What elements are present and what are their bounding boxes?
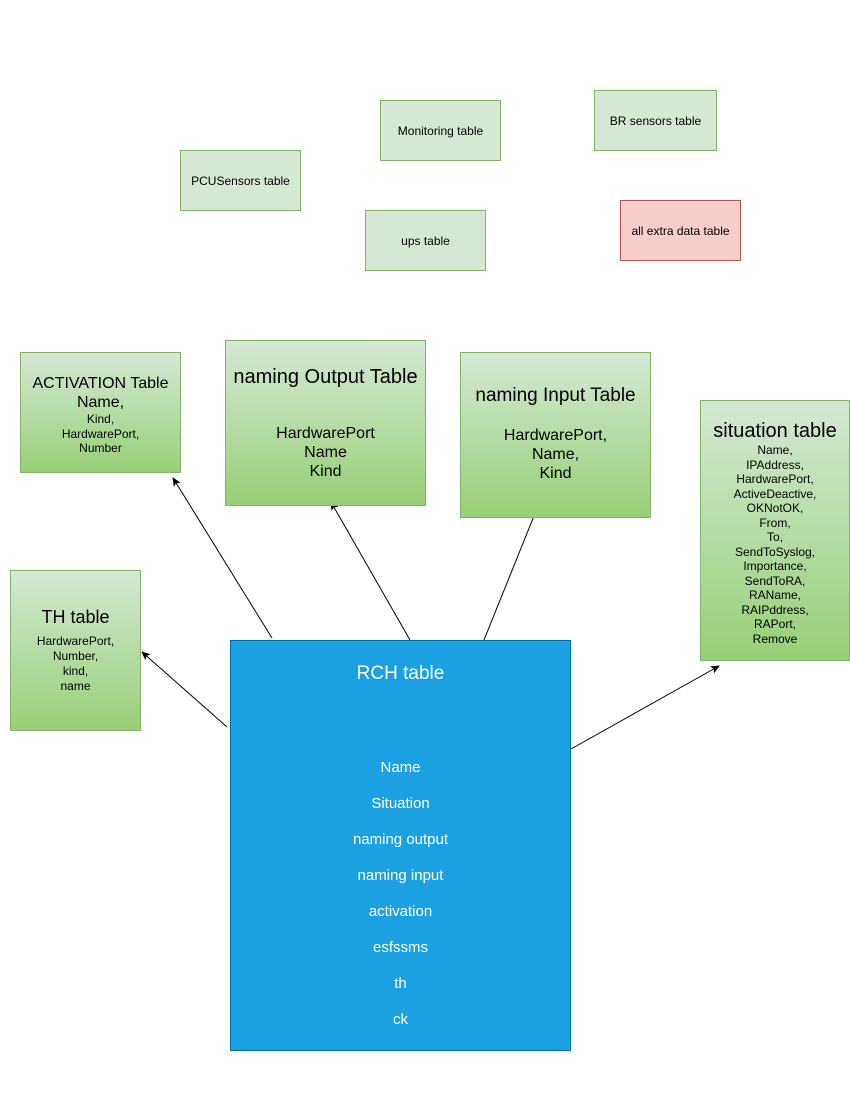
naming-input-table-node[interactable]: naming Input Table HardwarePort, Name, K…: [460, 352, 651, 518]
activation-field: HardwarePort,: [61, 426, 140, 441]
rch-table-title: RCH table: [356, 663, 445, 684]
monitoring-table-node[interactable]: Monitoring table: [380, 100, 501, 161]
arrow-rch-to-activation: [172, 477, 273, 639]
th-table-node[interactable]: TH table HardwarePort, Number, kind, nam…: [10, 570, 141, 731]
rch-field-naming-output: naming output: [352, 831, 449, 848]
activation-field-name: Name,: [76, 394, 125, 412]
rch-field-ck: ck: [393, 1011, 408, 1028]
naming-input-field: Name,: [531, 445, 580, 463]
situation-field: SendToSyslog,: [734, 544, 816, 559]
situation-field: IPAddress,: [746, 457, 804, 472]
situation-field: To,: [766, 530, 783, 544]
situation-field: ActiveDeactive,: [733, 486, 817, 501]
ups-table-label: ups table: [401, 233, 450, 248]
naming-output-table-node[interactable]: naming Output Table HardwarePort Name Ki…: [225, 340, 426, 506]
activation-field: Kind,: [86, 412, 115, 427]
situation-field: RAPort,: [753, 617, 796, 631]
naming-output-field: Kind: [309, 463, 342, 481]
situation-field: From,: [759, 515, 791, 530]
br-sensors-table-node[interactable]: BR sensors table: [594, 90, 717, 151]
arrow-rch-to-th: [141, 651, 228, 728]
situation-field: SendToRA,: [744, 573, 806, 588]
situation-field: Importance,: [743, 559, 807, 573]
situation-field: OKNotOK,: [746, 501, 804, 515]
rch-field-name: Name: [380, 759, 421, 776]
all-extra-data-table-label: all extra data table: [631, 223, 730, 238]
arrow-rch-to-naming-input: [483, 500, 541, 641]
th-table-title: TH table: [41, 607, 110, 627]
naming-output-table-title: naming Output Table: [233, 366, 418, 388]
monitoring-table-label: Monitoring table: [397, 123, 484, 138]
naming-input-field: HardwarePort,: [503, 426, 608, 444]
rch-field-situation: Situation: [371, 795, 430, 812]
naming-input-spacer: [461, 408, 650, 426]
situation-field: RAIPddress,: [741, 602, 809, 617]
rch-field-th: th: [394, 975, 407, 992]
rch-field-activation: activation: [368, 903, 433, 920]
situation-field: RAName,: [748, 588, 801, 602]
situation-field: Remove: [752, 631, 798, 646]
all-extra-data-table-node[interactable]: all extra data table: [620, 200, 741, 261]
naming-input-table-title: naming Input Table: [475, 385, 636, 406]
pcusensors-table-node[interactable]: PCUSensors table: [180, 150, 301, 211]
situation-field: Name,: [757, 443, 793, 457]
activation-field: Number: [79, 441, 122, 456]
arrow-rch-to-situation: [570, 665, 720, 750]
situation-field: HardwarePort,: [736, 472, 814, 486]
naming-output-field: Name: [304, 444, 347, 462]
situation-table-title: situation table: [713, 420, 837, 442]
br-sensors-table-label: BR sensors table: [609, 113, 702, 128]
situation-field-list: Name,IPAddress,HardwarePort,ActiveDeacti…: [701, 443, 849, 646]
rch-table-node[interactable]: RCH table Name Situation naming output n…: [230, 640, 571, 1051]
arrow-rch-to-naming-output: [330, 501, 411, 641]
th-field: Number,: [52, 648, 99, 663]
naming-output-field: HardwarePort: [276, 425, 375, 442]
naming-input-field: Kind: [539, 465, 572, 483]
th-field: name: [60, 678, 91, 693]
naming-output-spacer: [226, 389, 425, 424]
situation-table-node[interactable]: situation table Name,IPAddress,HardwareP…: [700, 400, 850, 661]
th-field: HardwarePort,: [36, 633, 115, 648]
rch-field-naming-input: naming input: [357, 867, 444, 884]
activation-table-title: ACTIVATION Table: [32, 375, 169, 392]
ups-table-node[interactable]: ups table: [365, 210, 486, 271]
rch-field-esfssms: esfssms: [372, 939, 428, 956]
pcusensors-table-label: PCUSensors table: [191, 173, 290, 188]
th-field: kind,: [62, 663, 89, 678]
activation-table-node[interactable]: ACTIVATION Table Name, Kind, HardwarePor…: [20, 352, 181, 473]
